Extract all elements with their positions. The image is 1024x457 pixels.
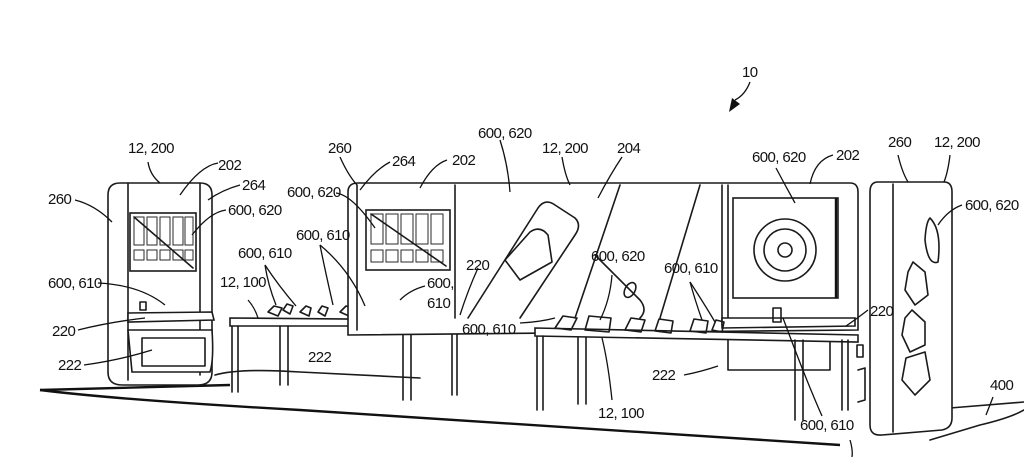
label-graphic-screen: 600, 620 xyxy=(478,125,532,142)
left-kiosk xyxy=(107,182,216,386)
overall-ref-arrow xyxy=(729,81,751,112)
table-2 xyxy=(534,315,859,421)
label-left-unit-222: 222 xyxy=(58,357,81,374)
label-left-unit-220: 220 xyxy=(52,323,75,340)
label-right-202: 202 xyxy=(836,147,859,164)
label-center-222: 222 xyxy=(308,349,331,366)
label-left-unit-260: 260 xyxy=(48,191,71,208)
label-center-220: 220 xyxy=(466,257,489,274)
label-left-unit-264: 264 xyxy=(242,177,265,194)
label-center-screen: 600, 620 xyxy=(287,184,341,201)
label-phone-graphic: 600, 620 xyxy=(591,248,645,265)
label-right-220: 220 xyxy=(870,303,893,320)
label-left-unit-screen: 600, 620 xyxy=(228,202,282,219)
label-right-device: 600, 610 xyxy=(800,417,854,434)
label-center-260: 260 xyxy=(328,140,351,157)
label-table-1-devices-a: 600, 610 xyxy=(238,245,292,262)
label-center-device-line1: 600, xyxy=(427,275,454,292)
label-table-2-devices-top: 600, 610 xyxy=(664,260,718,277)
label-table-2-devices-left: 600, 610 xyxy=(462,321,516,338)
label-tower-260: 260 xyxy=(888,134,911,151)
label-tower-screen: 600, 620 xyxy=(965,197,1019,214)
label-table-2-222: 222 xyxy=(652,367,675,384)
labels: 10 12, 200 202 264 260 600, 620 600, 610… xyxy=(48,64,1019,434)
label-overall-ref: 10 xyxy=(742,64,758,81)
label-tower-ref: 12, 200 xyxy=(934,134,980,151)
label-center-202: 202 xyxy=(452,152,475,169)
label-left-unit-ref: 12, 200 xyxy=(128,140,174,157)
center-wall xyxy=(347,182,859,371)
right-tower xyxy=(856,181,953,436)
label-floor-ref: 400 xyxy=(990,377,1013,394)
label-wall-204: 204 xyxy=(617,140,640,157)
label-center-device-line2: 610 xyxy=(427,295,450,312)
label-table-2-ref: 12, 100 xyxy=(598,405,644,422)
label-center-264: 264 xyxy=(392,153,415,170)
label-table-1-devices-b: 600, 610 xyxy=(296,227,350,244)
floor-platform xyxy=(39,369,1024,447)
label-left-unit-202: 202 xyxy=(218,157,241,174)
label-wall-ref: 12, 200 xyxy=(542,140,588,157)
label-table-1-ref: 12, 100 xyxy=(220,274,266,291)
table-2-devices xyxy=(554,315,725,334)
label-right-screen: 600, 620 xyxy=(752,149,806,166)
label-left-unit-device: 600, 610 xyxy=(48,275,102,292)
leader-lines xyxy=(74,139,994,457)
tower-gems xyxy=(901,217,940,396)
